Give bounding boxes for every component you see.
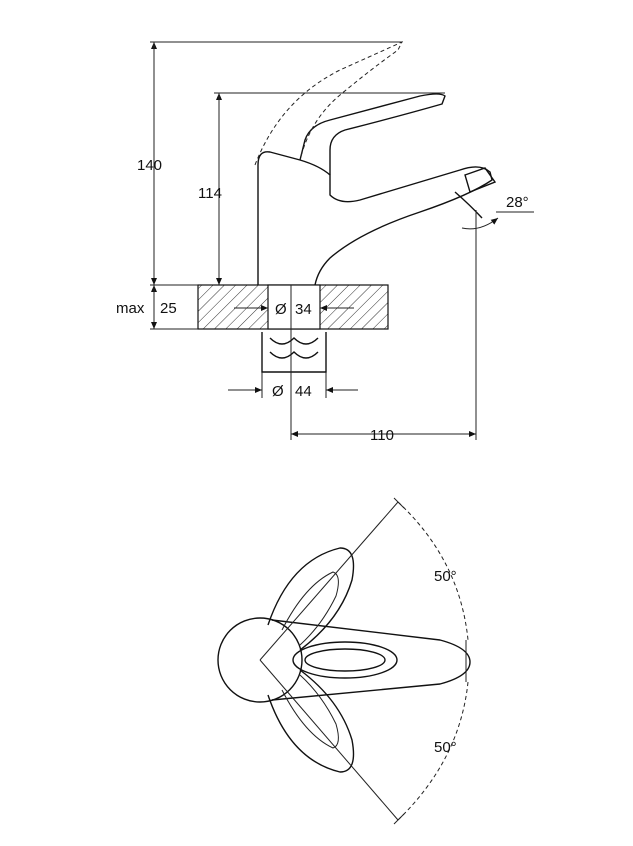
dim-44-label: 44 <box>295 383 312 400</box>
faucet-body <box>254 40 497 286</box>
dim-25-label: 25 <box>160 300 177 317</box>
dim-hole-symbol: Ø <box>275 301 287 318</box>
dim-114-label: 114 <box>198 185 222 202</box>
dim-hole-diameter: Ø 34 <box>234 301 354 318</box>
dim-110-label: 110 <box>370 427 394 444</box>
dim-total-height: 140 <box>137 41 402 285</box>
dim-max-label: max <box>116 300 145 317</box>
dim-reach: 110 <box>290 210 477 444</box>
faucet-top-outline <box>217 547 471 773</box>
mounting-hardware <box>261 332 327 373</box>
dim-34-label: 34 <box>295 301 312 318</box>
dim-spout-height: 114 <box>198 92 445 285</box>
dim-28-label: 28° <box>506 194 529 211</box>
dim-spout-angle: 28° <box>461 194 534 230</box>
dim-counter-thickness: max 25 <box>116 284 198 330</box>
countertop-section <box>197 284 389 330</box>
dim-base-diameter: Ø 44 <box>228 372 358 400</box>
handle-rotation-indicator: 50° 50° <box>259 497 469 825</box>
dim-base-symbol: Ø <box>272 383 284 400</box>
side-view: 140 114 max 25 Ø 34 <box>116 40 534 444</box>
top-view: 50° 50° <box>217 497 471 825</box>
dim-50-lower-label: 50° <box>434 739 457 756</box>
dim-50-upper-label: 50° <box>434 568 457 585</box>
dim-140-label: 140 <box>137 157 162 174</box>
